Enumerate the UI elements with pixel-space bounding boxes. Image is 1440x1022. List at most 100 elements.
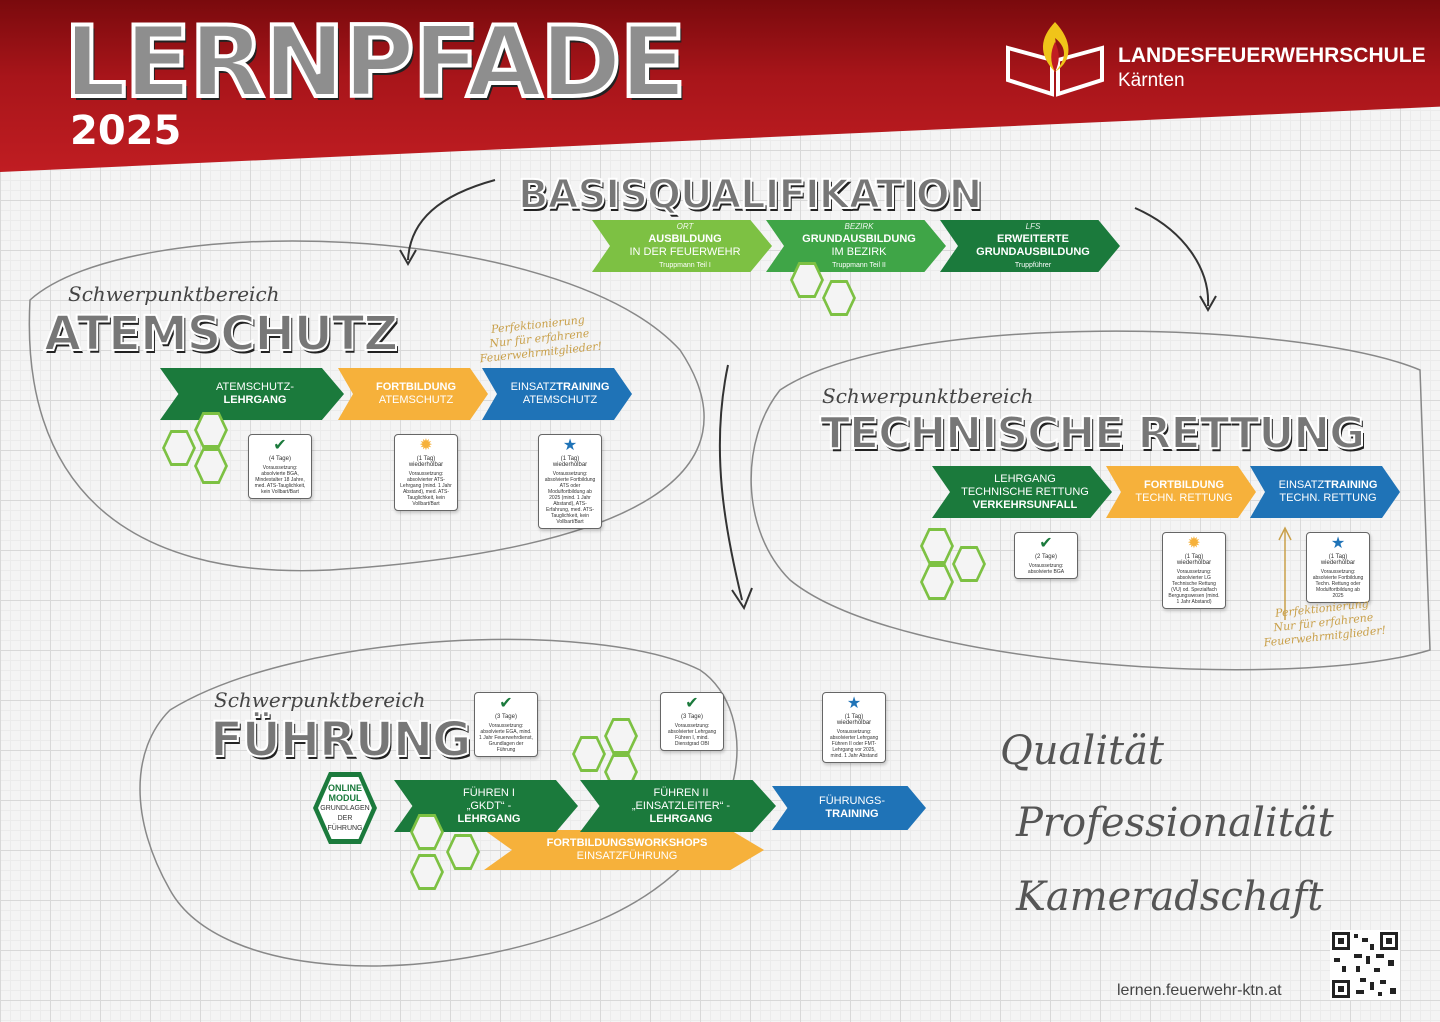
card-text: Voraussetzung: absolvierter ATS-Lehrgang… xyxy=(400,471,452,507)
module-hex[interactable] xyxy=(572,736,606,772)
technik-card-training: ★ (1 Tag) wiederholbar Voraussetzung: ab… xyxy=(1306,532,1370,603)
atemschutz-card-lehrgang: ✔ (4 Tage) Voraussetzung: absolvierte BG… xyxy=(248,434,312,499)
basis-step-line1: AUSBILDUNG xyxy=(648,233,722,245)
fuehrung-fuehren2[interactable]: FÜHREN II „EINSATZLEITER“ - LEHRGANG xyxy=(580,780,776,832)
card-duration: (2 Tage) xyxy=(1035,554,1057,560)
card-text: Voraussetzung: absolvierter Lehrgang Füh… xyxy=(829,729,879,759)
arrow-line2: ATEMSCHUTZ xyxy=(378,394,454,406)
arrow-line2: EINSATZFÜHRUNG xyxy=(576,850,678,862)
arrow-line1b: TRAINING xyxy=(556,381,610,393)
technik-einsatztraining[interactable]: EINSATZTRAINING TECHN. RETTUNG xyxy=(1250,466,1400,518)
org-name: LANDESFEUERWEHRSCHULE xyxy=(1118,44,1426,67)
fuehrung-card-fuehren1: ✔ (3 Tage) Voraussetzung: absolvierte EG… xyxy=(474,692,538,757)
arrow-line1: ATEMSCHUTZ- xyxy=(215,381,294,393)
online-sub1: GRUNDLAGEN xyxy=(320,805,370,812)
card-text: Voraussetzung: absolvierter Lehrgang Füh… xyxy=(667,723,717,747)
technik-lehrgang[interactable]: LEHRGANG TECHNISCHE RETTUNG VERKEHRSUNFA… xyxy=(932,466,1112,518)
year-label: 2025 xyxy=(70,108,182,154)
card-duration: (4 Tage) xyxy=(269,456,291,462)
basis-step-bezirk[interactable]: BEZIRK GRUNDAUSBILDUNG IM BEZIRK Truppma… xyxy=(766,220,946,272)
arrow-line2: TECHN. RETTUNG xyxy=(1135,492,1233,504)
module-hex[interactable] xyxy=(194,412,228,448)
arrow-line1: EINSATZTRAINING xyxy=(511,381,610,394)
basis-step-ort[interactable]: ORT AUSBILDUNG IN DER FEUERWEHR Truppman… xyxy=(592,220,772,272)
basis-level: BEZIRK xyxy=(844,222,874,231)
technik-script: Schwerpunktbereich xyxy=(822,384,1034,408)
org-region: Kärnten xyxy=(1118,70,1185,91)
module-hex[interactable] xyxy=(920,528,954,564)
technik-card-fortbildung: ✹ (1 Tag) wiederholbar Voraussetzung: ab… xyxy=(1162,532,1226,609)
atemschutz-lehrgang[interactable]: ATEMSCHUTZ- LEHRGANG xyxy=(160,368,344,420)
star-icon: ★ xyxy=(562,437,578,454)
fuehrung-card-fuehren2: ✔ (3 Tage) Voraussetzung: absolvierter L… xyxy=(660,692,724,751)
arrow-line2: „GKDT“ - xyxy=(466,799,512,812)
basis-title: BASISQUALIFIKATION xyxy=(517,171,983,219)
module-hex[interactable] xyxy=(194,448,228,484)
basis-step-sub: Truppmann Teil I xyxy=(659,262,711,269)
footer-url[interactable]: lernen.feuerwehr-ktn.at xyxy=(1117,982,1282,999)
module-hex[interactable] xyxy=(920,564,954,600)
card-duration: (1 Tag) wiederholbar xyxy=(552,456,588,468)
arrow-line1: FORTBILDUNGSWORKSHOPS xyxy=(546,837,708,849)
arrow-line2: TRAINING xyxy=(825,808,879,820)
check-icon: ✔ xyxy=(1039,535,1053,552)
fire-school-logo xyxy=(1006,22,1104,97)
star-icon: ★ xyxy=(846,695,862,712)
card-text: Voraussetzung: absolvierte Fortbildung T… xyxy=(1312,569,1364,599)
basis-level: LFS xyxy=(1025,222,1041,231)
arrow-line1: FÜHREN II xyxy=(653,786,709,799)
arrow-line1: FORTBILDUNG xyxy=(375,381,457,393)
basis-step-line1: ERWEITERTE xyxy=(997,233,1069,245)
arrow-line1: FÜHREN I xyxy=(463,786,515,799)
online-title1: ONLINE xyxy=(327,783,362,793)
card-duration: (1 Tag) wiederholbar xyxy=(836,714,872,726)
module-hex[interactable] xyxy=(952,546,986,582)
module-hex[interactable] xyxy=(790,262,824,298)
arrow-line1: EINSATZTRAINING xyxy=(1279,479,1378,492)
atemschutz-script: Schwerpunktbereich xyxy=(68,282,280,306)
arrow-line1: FORTBILDUNG xyxy=(1143,479,1225,491)
arrow-line2: „EINSATZLEITER“ - xyxy=(631,799,731,812)
page-title: LERNPFADE xyxy=(62,6,689,120)
module-hex[interactable] xyxy=(822,280,856,316)
card-text: Voraussetzung: absolvierte BGA, Mindesta… xyxy=(254,465,306,495)
atemschutz-card-fortbildung: ✹ (1 Tag) wiederholbar Voraussetzung: ab… xyxy=(394,434,458,511)
basis-step-line2: GRUNDAUSBILDUNG xyxy=(976,246,1090,258)
basis-step-lfs[interactable]: LFS ERWEITERTE GRUNDAUSBILDUNG Truppführ… xyxy=(940,220,1120,272)
value-quality: Qualität xyxy=(1000,728,1164,774)
badge-icon: ✹ xyxy=(1187,535,1201,552)
fuehrung-card-training: ★ (1 Tag) wiederholbar Voraussetzung: ab… xyxy=(822,692,886,763)
badge-icon: ✹ xyxy=(419,437,433,454)
module-hex[interactable] xyxy=(604,718,638,754)
basis-step-line2: IM BEZIRK xyxy=(831,246,887,258)
card-text: Voraussetzung: absolvierter LG Technisch… xyxy=(1168,569,1220,605)
arrow-line1b: TRAINING xyxy=(1324,479,1378,491)
fuehrung-training[interactable]: FÜHRUNGS- TRAINING xyxy=(772,786,926,830)
technik-card-lehrgang: ✔ (2 Tage) Voraussetzung: absolvierte BG… xyxy=(1014,532,1078,579)
arrow-line2: LEHRGANG xyxy=(223,394,287,406)
card-duration: (3 Tage) xyxy=(681,714,703,720)
atemschutz-fortbildung[interactable]: FORTBILDUNG ATEMSCHUTZ xyxy=(338,368,488,420)
module-hex[interactable] xyxy=(162,430,196,466)
card-duration: (1 Tag) wiederholbar xyxy=(1320,554,1356,566)
fuehrung-script: Schwerpunktbereich xyxy=(214,688,426,712)
basis-step-sub: Truppmann Teil II xyxy=(832,262,886,269)
basis-level: ORT xyxy=(676,222,694,231)
card-text: Voraussetzung: absolvierte EGA, mind. 1 … xyxy=(479,723,533,753)
basis-step-line2: IN DER FEUERWEHR xyxy=(629,246,741,258)
basis-step-line1: GRUNDAUSBILDUNG xyxy=(802,233,916,245)
card-duration: (3 Tage) xyxy=(495,714,517,720)
atemschutz-card-training: ★ (1 Tag) wiederholbar Voraussetzung: ab… xyxy=(538,434,602,529)
atemschutz-einsatztraining[interactable]: EINSATZTRAINING ATEMSCHUTZ xyxy=(482,368,632,420)
fuehrung-workshops[interactable]: FORTBILDUNGSWORKSHOPS EINSATZFÜHRUNG xyxy=(484,830,764,870)
qr-code-icon xyxy=(1330,930,1400,1000)
check-icon: ✔ xyxy=(273,437,287,454)
arrow-line2: TECHNISCHE RETTUNG xyxy=(961,485,1089,498)
online-sub2: DER xyxy=(337,815,353,822)
card-text: Voraussetzung: absolvierte BGA xyxy=(1027,563,1065,575)
technik-fortbildung[interactable]: FORTBILDUNG TECHN. RETTUNG xyxy=(1106,466,1256,518)
arrow-line1: LEHRGANG xyxy=(994,472,1056,485)
atemschutz-title: ATEMSCHUTZ xyxy=(43,305,399,363)
arrow-line2: ATEMSCHUTZ xyxy=(522,394,598,406)
fuehrung-title: FÜHRUNG xyxy=(209,711,472,769)
